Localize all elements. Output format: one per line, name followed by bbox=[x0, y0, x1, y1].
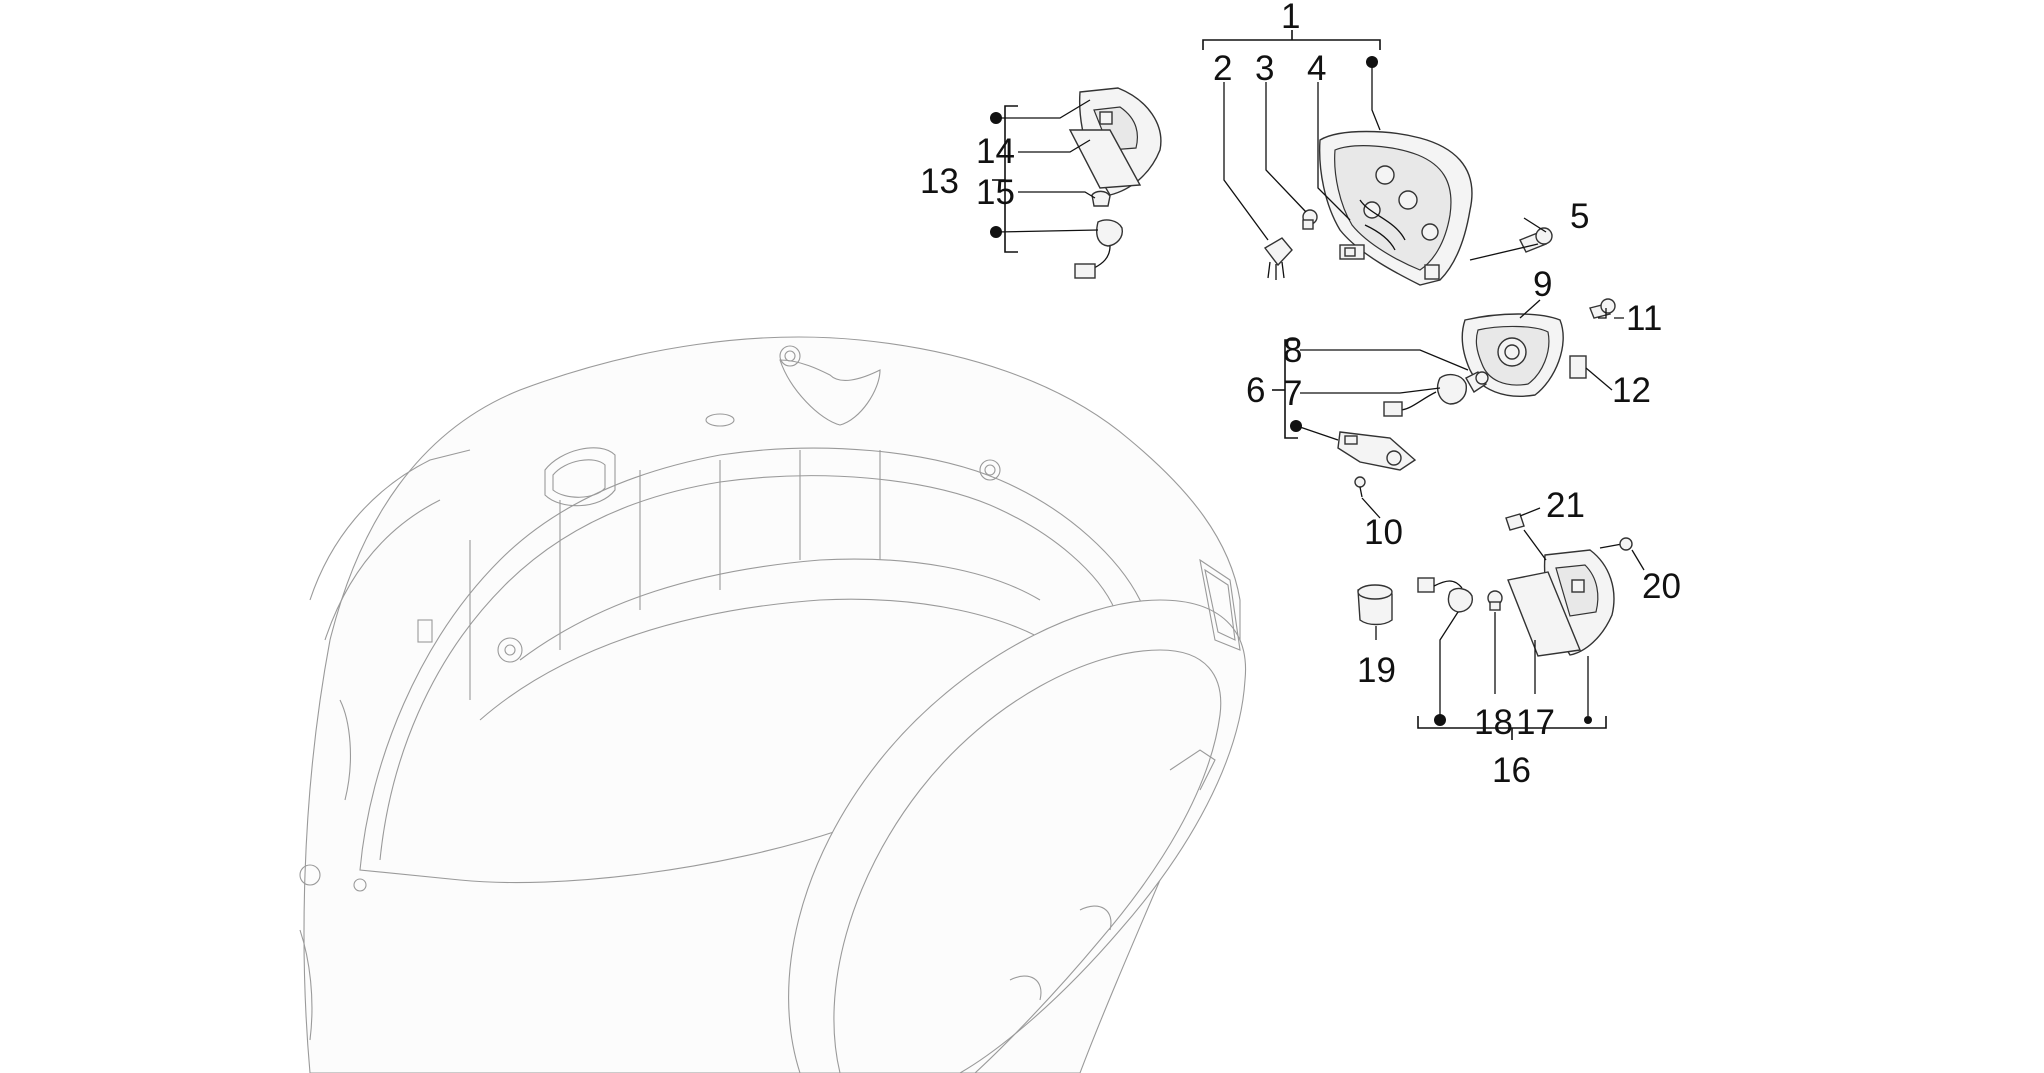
callout-20: 20 bbox=[1642, 567, 1681, 606]
callout-9: 9 bbox=[1533, 265, 1552, 304]
reference-dots bbox=[990, 56, 1592, 726]
callout-3: 3 bbox=[1255, 49, 1274, 88]
callout-18: 18 bbox=[1474, 703, 1513, 742]
callout-10: 10 bbox=[1364, 513, 1403, 552]
tail-light-assembly bbox=[1318, 130, 1473, 286]
callout-6: 6 bbox=[1246, 371, 1265, 410]
bulb-3 bbox=[1302, 209, 1318, 230]
scooter-rear-body-illustration bbox=[299, 336, 1247, 1073]
callout-13: 13 bbox=[920, 162, 959, 201]
bulb-socket-7-8 bbox=[1383, 371, 1489, 417]
callout-8: 8 bbox=[1283, 331, 1302, 370]
bulb-holder-2 bbox=[1263, 237, 1293, 280]
callout-12: 12 bbox=[1612, 371, 1651, 410]
callout-11: 11 bbox=[1626, 299, 1662, 338]
callout-2: 2 bbox=[1213, 49, 1232, 88]
callout-21: 21 bbox=[1546, 486, 1585, 525]
callout-4: 4 bbox=[1307, 49, 1326, 88]
callout-7: 7 bbox=[1283, 374, 1302, 413]
screw-10 bbox=[1354, 476, 1366, 498]
screw-5 bbox=[1519, 227, 1553, 253]
callout-17: 17 bbox=[1516, 703, 1555, 742]
bracket-6 bbox=[1337, 431, 1417, 471]
callout-numbers: 1 2 3 4 5 6 7 8 9 10 11 12 13 14 15 16 1… bbox=[920, 0, 1681, 790]
callout-15: 15 bbox=[976, 173, 1015, 212]
license-plate-light-assembly-13 bbox=[1068, 87, 1162, 279]
leader-lines bbox=[992, 30, 1645, 740]
license-light-assembly-16 bbox=[1357, 513, 1633, 657]
callout-5: 5 bbox=[1570, 197, 1589, 236]
callout-16: 16 bbox=[1492, 751, 1531, 790]
callout-19: 19 bbox=[1357, 651, 1396, 690]
callout-14: 14 bbox=[976, 132, 1015, 171]
callout-1: 1 bbox=[1281, 0, 1300, 36]
